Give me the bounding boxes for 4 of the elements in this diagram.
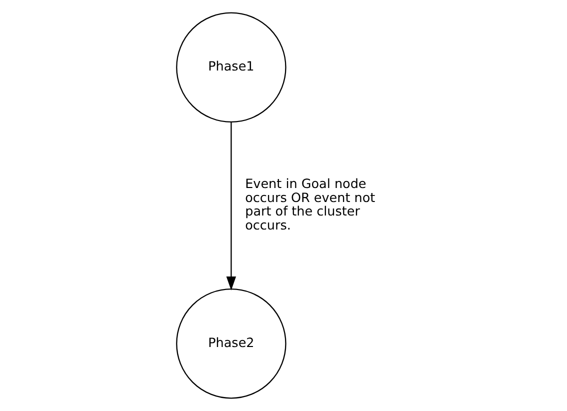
edge-label: Event in Goal node occurs OR event not part of the cluster occurs.: [244, 176, 375, 234]
node-circle: Phase2: [176, 288, 286, 399]
arrow: [226, 122, 236, 290]
node-circle: Phase1: [176, 12, 286, 123]
